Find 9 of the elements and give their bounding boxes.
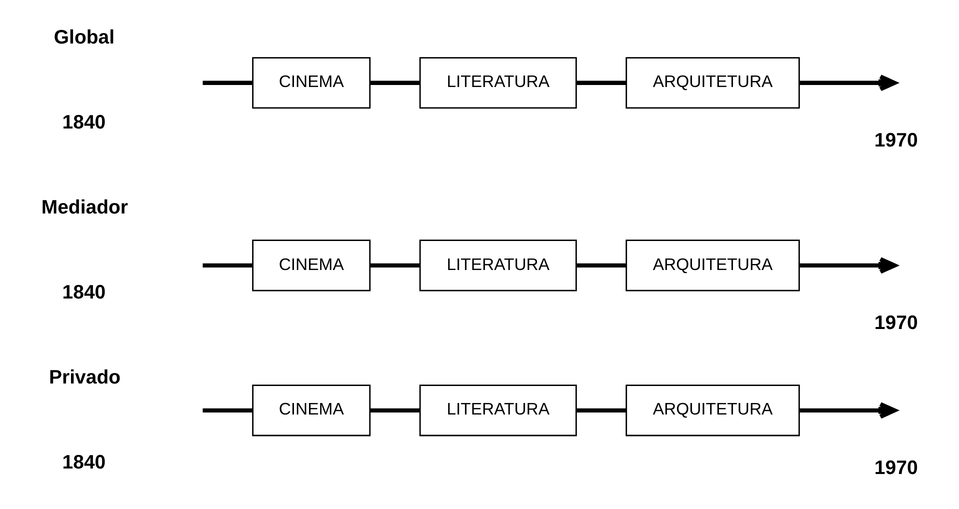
label: 1970: [874, 456, 918, 479]
label: 1840: [62, 280, 106, 303]
label: Global: [54, 26, 115, 48]
label: Privado: [49, 366, 121, 388]
label: 1840: [62, 110, 106, 133]
label: 1840: [62, 451, 106, 474]
label: 1970: [874, 312, 918, 334]
label: Mediador: [41, 196, 128, 218]
label: 1970: [874, 129, 918, 152]
